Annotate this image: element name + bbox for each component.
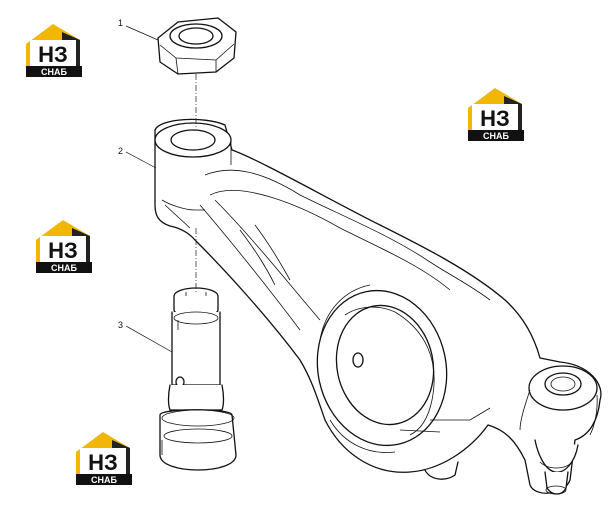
svg-text:НЗ: НЗ bbox=[480, 106, 510, 131]
svg-text:СНАБ: СНАБ bbox=[51, 263, 77, 273]
callout-2: 2 bbox=[118, 146, 123, 156]
svg-text:НЗ: НЗ bbox=[88, 450, 118, 475]
svg-text:НЗ: НЗ bbox=[48, 238, 78, 263]
watermark-logo: НЗ СНАБ bbox=[22, 22, 84, 78]
watermark-logo: НЗ СНАБ bbox=[72, 430, 134, 486]
adjusting-screw-part-3 bbox=[159, 287, 237, 471]
svg-text:СНАБ: СНАБ bbox=[483, 131, 509, 141]
watermark-logo: НЗ СНАБ bbox=[464, 86, 526, 142]
svg-text:СНАБ: СНАБ bbox=[41, 67, 67, 77]
watermark-logo: НЗ СНАБ bbox=[32, 218, 94, 274]
svg-text:НЗ: НЗ bbox=[38, 42, 68, 67]
rocker-arm-part-2 bbox=[154, 118, 602, 495]
callout-3: 3 bbox=[118, 320, 123, 330]
svg-text:СНАБ: СНАБ bbox=[91, 475, 117, 485]
nut-part-1 bbox=[157, 17, 237, 75]
callout-1: 1 bbox=[118, 18, 123, 28]
